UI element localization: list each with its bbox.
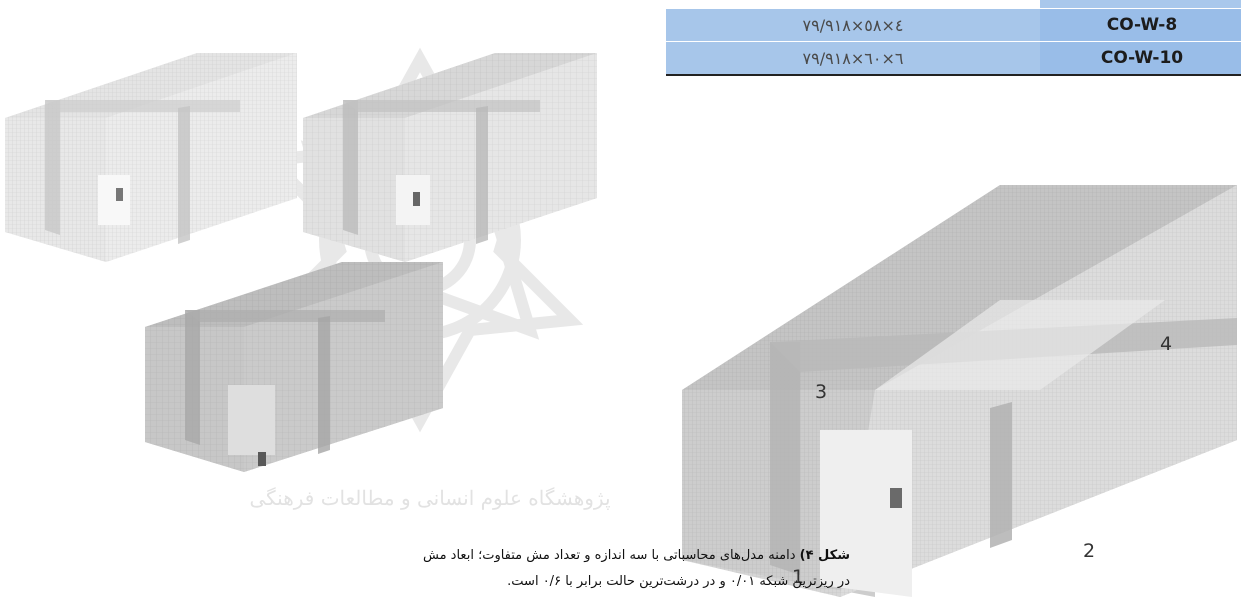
mesh-model-medium xyxy=(303,53,597,262)
figure-label-3: 3 xyxy=(815,381,827,403)
mesh-size-table: ۷۹/۹٤×٥٨×١٨ CO-W-8 ۷۹/۹٦×٦٠×١٨ CO-W-10 xyxy=(666,0,1241,76)
table-cell-dimensions: ۷۹/۹٤×٥٨×١٨ xyxy=(666,8,1040,42)
caption-line-2: در ریزترین شبکه ۰/۰۱ و در درشت‌ترین حالت… xyxy=(507,574,850,589)
caption-text-1: دامنه مدل‌های محاسباتی با سه اندازه و تع… xyxy=(423,548,796,563)
figure-label-2: 2 xyxy=(1083,540,1095,562)
table-cell-code: CO-W-10 xyxy=(1040,41,1241,76)
table-cell-dimensions xyxy=(666,0,1040,9)
table-cell-code xyxy=(1040,0,1241,9)
figure-label-4: 4 xyxy=(1160,333,1172,355)
caption-label: شکل ۴) xyxy=(799,548,850,563)
caption-line-1: شکل ۴) دامنه مدل‌های محاسباتی با سه اندا… xyxy=(210,543,850,569)
table-cell-dimensions: ۷۹/۹٦×٦٠×١٨ xyxy=(666,41,1040,76)
table-row xyxy=(666,0,1241,9)
watermark-text: پژوهشگاه علوم انسانی و مطالعات فرهنگی xyxy=(249,486,610,510)
figure-caption: شکل ۴) دامنه مدل‌های محاسباتی با سه اندا… xyxy=(210,543,850,595)
table-row: ۷۹/۹٦×٦٠×١٨ CO-W-10 xyxy=(666,41,1241,76)
table-row: ۷۹/۹٤×٥٨×١٨ CO-W-8 xyxy=(666,8,1241,42)
figure-label-1: 1 xyxy=(792,566,804,588)
mesh-model-coarse xyxy=(145,262,443,472)
mesh-model-fine xyxy=(5,53,297,262)
mesh-model-main xyxy=(682,185,1237,597)
table-cell-code: CO-W-8 xyxy=(1040,8,1241,42)
